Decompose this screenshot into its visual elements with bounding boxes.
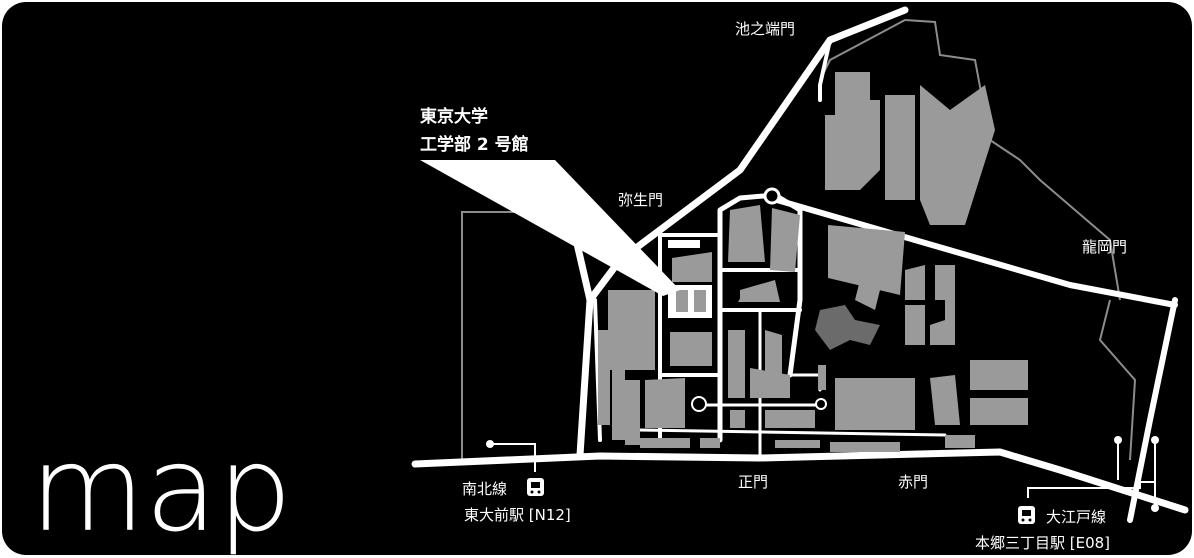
building-name-line2: 工学部 2 号館 [420,134,529,155]
station-hongo-sanchome: 大江戸線 本郷三丁目駅 [E08] [975,436,1159,552]
building-name-line1: 東京大学 [420,106,488,127]
map-title: map [30,420,292,558]
buildings [598,72,1028,452]
highlighted-building[interactable] [668,240,712,318]
gate-tatsuoka: 龍岡門 [1082,238,1127,256]
train-icon [1018,506,1035,524]
gate-yayoi: 弥生門 [618,191,663,209]
callout-pointer [420,160,680,296]
station-name-hongo-sanchome: 本郷三丁目駅 [E08] [975,534,1110,552]
road-nodes [691,187,827,412]
gate-ikenohata: 池之端門 [735,20,795,38]
train-icon [527,478,544,496]
station-name-todaimae: 東大前駅 [N12] [464,506,571,524]
station-todaimae: 南北線 東大前駅 [N12] [462,440,571,524]
gate-seimon: 正門 [738,473,768,491]
station-line-nanboku: 南北線 [462,480,507,498]
station-line-oedo: 大江戸線 [1046,508,1106,526]
gate-akamon: 赤門 [898,473,928,491]
